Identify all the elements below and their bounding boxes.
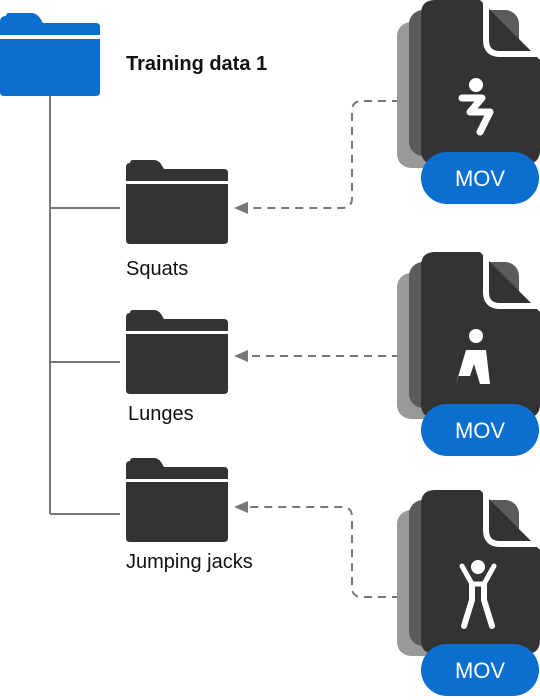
file-badge-jumping-jacks: MOV bbox=[455, 658, 505, 683]
arrowhead-lunges bbox=[234, 350, 248, 362]
file-stack-squats[interactable]: MOV bbox=[397, 0, 540, 204]
tree-connector bbox=[49, 92, 120, 515]
subfolder-lunges-icon[interactable] bbox=[126, 310, 228, 394]
file-stack-jumping-jacks[interactable]: MOV bbox=[397, 490, 540, 696]
arrow-jumping-jacks bbox=[248, 506, 414, 598]
subfolder-squats-icon[interactable] bbox=[126, 160, 228, 244]
subfolder-label-jumping-jacks: Jumping jacks bbox=[126, 551, 253, 573]
dashed-arrows bbox=[248, 100, 414, 598]
arrowheads bbox=[234, 202, 248, 513]
arrowhead-jumping-jacks bbox=[234, 501, 248, 513]
subfolder-label-squats: Squats bbox=[126, 258, 188, 280]
file-badge-squats: MOV bbox=[455, 166, 505, 191]
root-folder-label: Training data 1 bbox=[126, 53, 267, 75]
arrowhead-squats bbox=[234, 202, 248, 214]
file-badge-lunges: MOV bbox=[455, 418, 505, 443]
subfolder-label-lunges: Lunges bbox=[128, 403, 194, 425]
arrow-squats bbox=[248, 100, 414, 209]
file-stack-lunges[interactable]: MOV bbox=[397, 252, 540, 456]
subfolder-jumping-jacks-icon[interactable] bbox=[126, 458, 228, 542]
root-folder-icon[interactable] bbox=[0, 13, 100, 96]
squat-figure-icon bbox=[458, 78, 494, 136]
lunge-figure-icon bbox=[456, 329, 490, 384]
jumping-jack-figure-icon bbox=[459, 560, 497, 629]
